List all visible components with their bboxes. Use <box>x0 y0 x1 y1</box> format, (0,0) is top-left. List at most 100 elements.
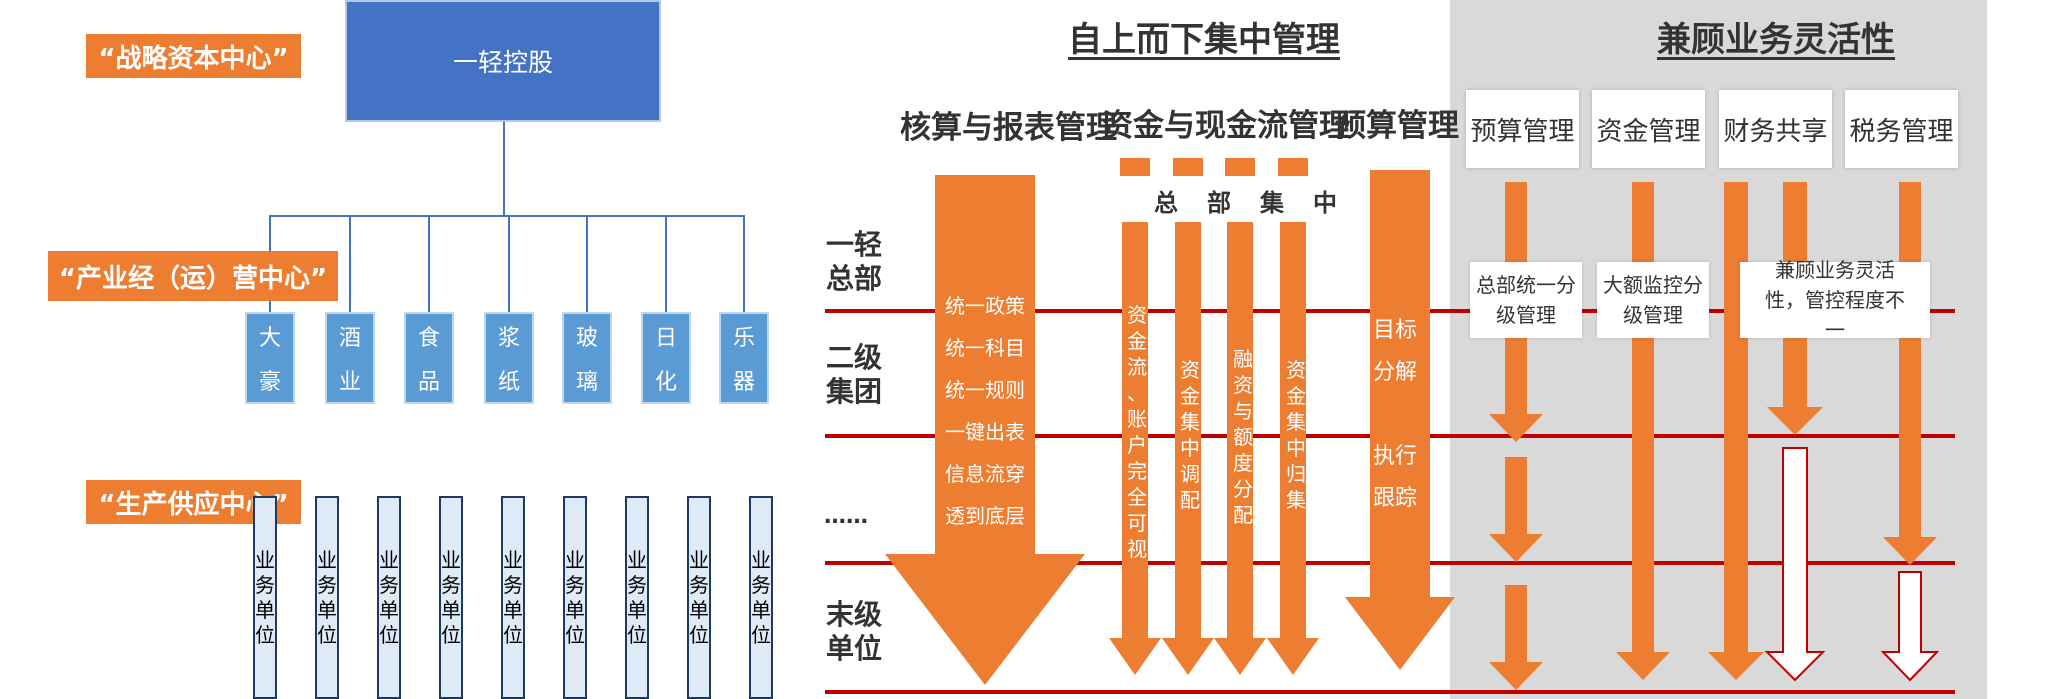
flex-arrow <box>1883 182 1937 565</box>
flex-note-funds: 大额监控分级管理 <box>1597 262 1709 338</box>
subsidiary-char: 器 <box>732 370 755 395</box>
connector-drop <box>349 216 351 312</box>
funds-column-text-char: 金 <box>1180 384 1200 408</box>
budget-item: 目标 <box>1372 318 1417 343</box>
business-unit-char: 务 <box>751 572 771 597</box>
funds-column-text-char: 集 <box>1180 410 1200 434</box>
business-unit-char: 单 <box>379 597 399 622</box>
subsidiary-char: 品 <box>417 370 440 395</box>
business-unit-char: 业 <box>565 547 585 572</box>
funds-column-text: 资金流、账户完全可视 <box>1123 302 1151 562</box>
title-centralized: 自上而下集中管理 <box>1068 20 1340 60</box>
funds-hq-char: 总 <box>1154 189 1178 217</box>
accounting-item: 信息流穿 <box>945 462 1025 486</box>
business-unit-char: 单 <box>441 597 461 622</box>
flex-arrow <box>1489 457 1543 562</box>
business-unit: 业务单位 <box>749 496 773 699</box>
funds-column-text-char: 资 <box>1286 358 1306 382</box>
col-funds: 资金与现金流管理 <box>1102 108 1350 144</box>
business-unit: 业务单位 <box>563 496 587 699</box>
funds-arrow <box>1214 222 1266 675</box>
connector-drop <box>428 216 430 312</box>
business-unit-char: 位 <box>441 622 461 647</box>
subsidiary-char: 酒 <box>338 326 361 351</box>
business-unit-char: 业 <box>255 547 275 572</box>
funds-arrow <box>1162 222 1214 675</box>
business-unit-char: 务 <box>627 572 647 597</box>
subsidiary-char: 璃 <box>575 370 598 395</box>
funds-hq-char: 中 <box>1313 189 1337 217</box>
row-label-terminal: 末级 单位 <box>826 598 883 665</box>
subsidiary-char: 玻 <box>575 326 598 351</box>
funds-arrow <box>1109 222 1161 675</box>
col-budget: 预算管理 <box>1335 108 1459 144</box>
flex-header-box: 财务共享 <box>1719 90 1832 168</box>
funds-column-text-char: 金 <box>1127 329 1147 353</box>
funds-column-text-char: 配 <box>1233 503 1253 527</box>
accounting-item: 统一科目 <box>945 336 1025 360</box>
connector-branch <box>269 215 745 217</box>
business-unit-char: 业 <box>627 547 647 572</box>
budget-item: 分解 <box>1372 360 1417 385</box>
connector-drop <box>586 216 588 312</box>
business-unit: 业务单位 <box>315 496 339 699</box>
funds-header-block <box>1120 158 1150 176</box>
accounting-item: 一键出表 <box>945 420 1025 444</box>
flex-arrow-hollow <box>1880 571 1940 682</box>
budget-item: 跟踪 <box>1372 486 1417 511</box>
funds-column-text-char: 额 <box>1233 425 1253 449</box>
business-unit-char: 位 <box>379 622 399 647</box>
funds-column-text-char: 金 <box>1286 384 1306 408</box>
business-unit-char: 单 <box>751 597 771 622</box>
funds-column-text: 融资与额度分配 <box>1229 346 1257 528</box>
business-unit-char: 单 <box>317 597 337 622</box>
connector-trunk <box>503 122 505 216</box>
business-unit-char: 务 <box>441 572 461 597</box>
funds-column-text-char: 流 <box>1127 355 1147 379</box>
flex-note-budget: 总部统一分级管理 <box>1470 262 1582 338</box>
business-unit-char: 务 <box>317 572 337 597</box>
accounting-item: 统一规则 <box>945 378 1025 402</box>
business-unit: 业务单位 <box>439 496 463 699</box>
connector-drop <box>743 216 745 312</box>
budget-items: 目标分解执行跟踪 <box>1345 310 1445 520</box>
funds-arrows <box>1109 158 1319 675</box>
flex-arrow-hollow <box>1764 447 1826 682</box>
business-unit-char: 单 <box>255 597 275 622</box>
business-unit: 业务单位 <box>377 496 401 699</box>
funds-column-text-char: 账 <box>1127 407 1147 431</box>
business-unit-char: 业 <box>441 547 461 572</box>
subsidiary-box: 日化 <box>641 312 691 404</box>
accounting-items: 统一政策统一科目统一规则一键出表信息流穿透到底层 <box>935 285 1035 537</box>
subsidiary-char: 浆 <box>497 326 520 351</box>
subsidiary-box: 大豪 <box>245 312 295 404</box>
subsidiary-box: 浆纸 <box>484 312 534 404</box>
business-unit-char: 单 <box>503 597 523 622</box>
accounting-item: 统一政策 <box>945 294 1025 318</box>
business-unit-char: 务 <box>689 572 709 597</box>
business-unit-char: 务 <box>503 572 523 597</box>
funds-column-text-char: 与 <box>1233 399 1253 423</box>
business-unit-char: 位 <box>751 622 771 647</box>
funds-column-text: 资金集中调配 <box>1176 357 1204 513</box>
business-unit-char: 业 <box>751 547 771 572</box>
flex-note-shared: 兼顾业务灵活性，管控程度不一 <box>1740 258 1930 342</box>
flex-arrow <box>1489 585 1543 690</box>
funds-column-text-char: 资 <box>1233 373 1253 397</box>
connector-drop <box>508 216 510 312</box>
business-unit-char: 位 <box>627 622 647 647</box>
funds-column-text-char: 调 <box>1180 462 1200 486</box>
funds-hq-char: 部 <box>1207 189 1231 217</box>
industry-operation-label: “产业经（运）营中心” <box>48 251 338 301</box>
business-unit-char: 业 <box>503 547 523 572</box>
funds-header-block <box>1278 158 1308 176</box>
row-label-second-level: 二级 集团 <box>826 341 883 408</box>
subsidiary-char: 豪 <box>258 370 281 395</box>
top-company-box: 一轻控股 <box>345 0 661 122</box>
funds-column-text-char: 融 <box>1233 347 1253 371</box>
funds-header-block <box>1225 158 1255 176</box>
funds-column-text-char: 中 <box>1180 436 1200 460</box>
business-unit-char: 单 <box>627 597 647 622</box>
funds-arrow <box>1267 222 1319 675</box>
business-unit-char: 位 <box>255 622 275 647</box>
